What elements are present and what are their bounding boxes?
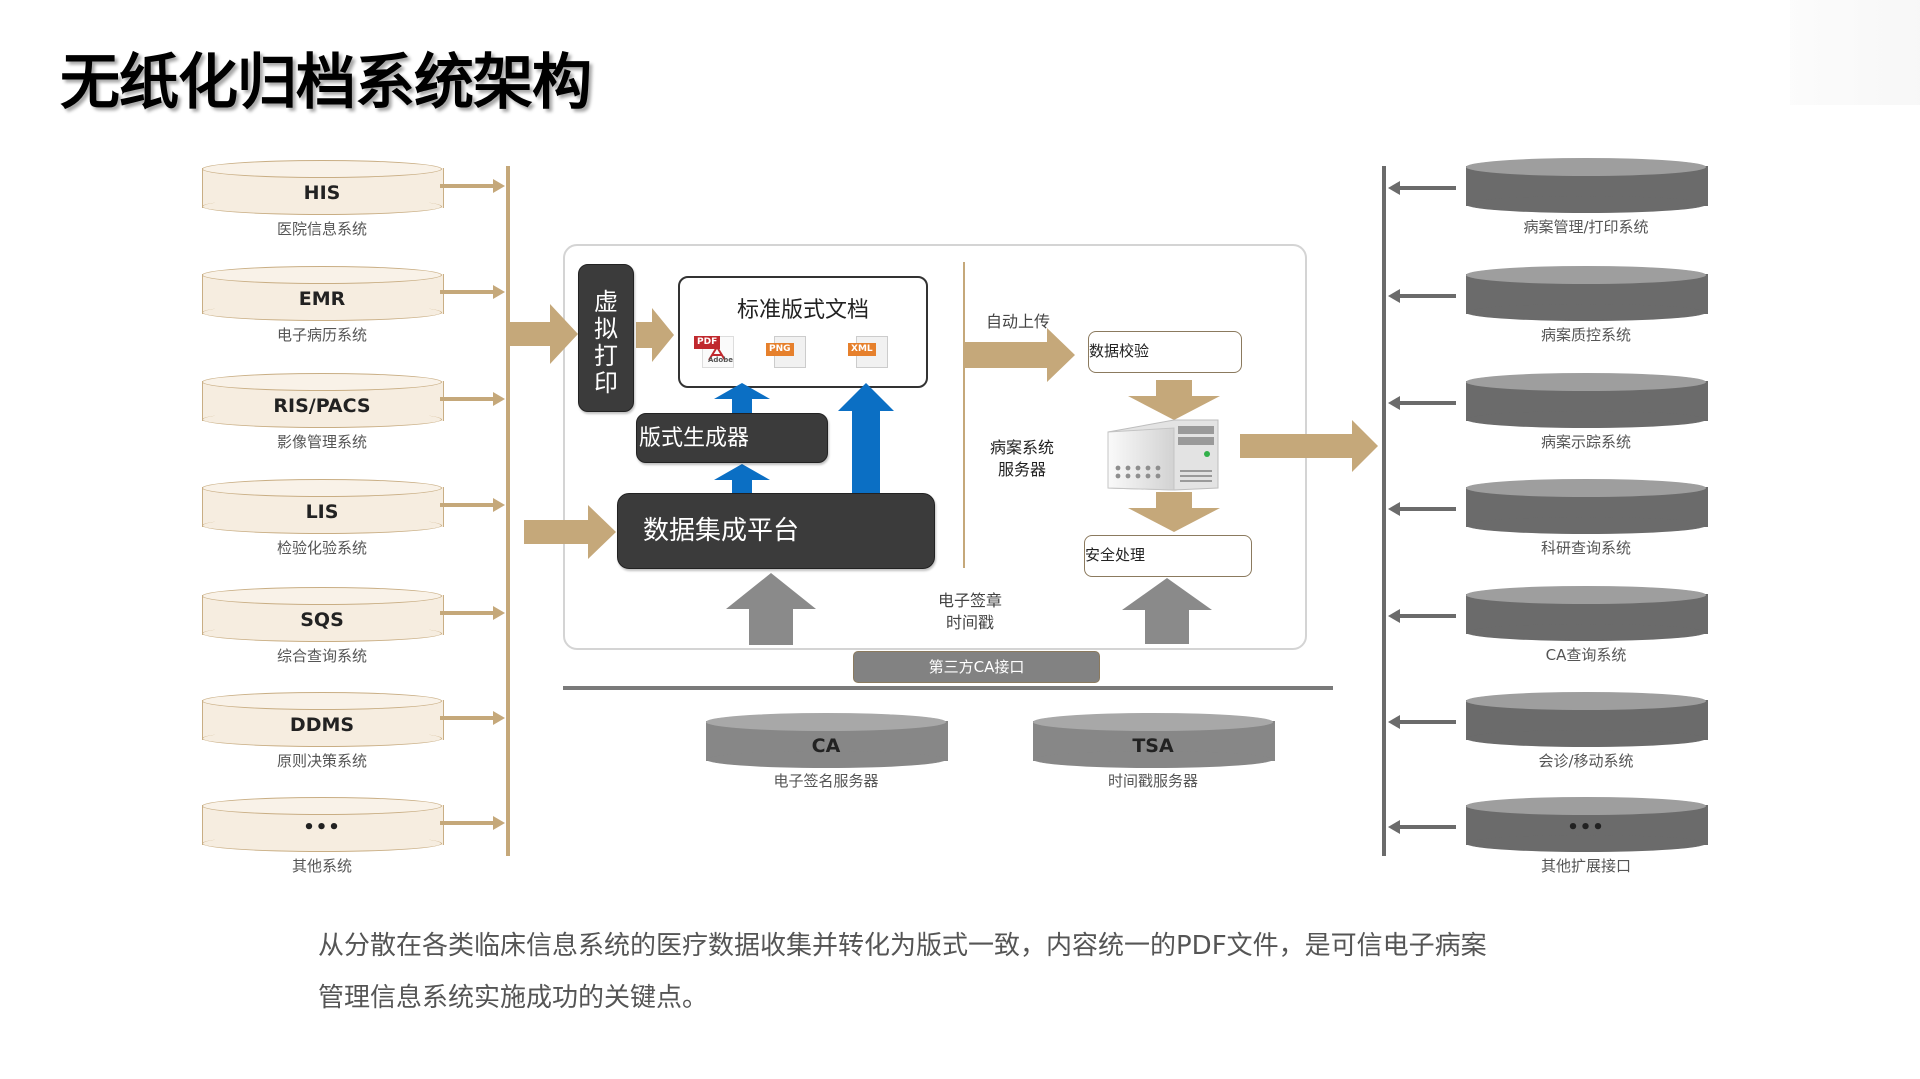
source-arrow bbox=[440, 285, 505, 299]
arrow-ca-to-platform bbox=[726, 573, 816, 645]
source-system-cylinder: ••• bbox=[202, 797, 444, 852]
arrow-ca-to-security bbox=[1122, 578, 1212, 644]
ca-service-label: 电子签名服务器 bbox=[773, 772, 879, 790]
arrow-validation-to-server bbox=[1128, 380, 1220, 420]
source-system-label: 影像管理系统 bbox=[276, 433, 367, 451]
source-arrow bbox=[440, 816, 505, 830]
security-processing-label: 安全处理 bbox=[1085, 546, 1146, 564]
source-system-cylinder: LIS bbox=[202, 479, 444, 534]
panel-divider bbox=[963, 262, 965, 568]
consumer-system-cylinder bbox=[1466, 158, 1708, 213]
consumer-system-label: 病案示踪系统 bbox=[1540, 433, 1631, 451]
corner-decoration bbox=[1790, 0, 1920, 105]
summary-note-line2: 管理信息系统实施成功的关键点。 bbox=[318, 983, 709, 1013]
page-title: 无纸化归档系统架构 bbox=[60, 48, 592, 118]
source-arrow bbox=[440, 498, 505, 512]
source-system-code: HIS bbox=[303, 182, 341, 204]
source-system-label: 检验化验系统 bbox=[276, 539, 367, 557]
xml-file-icon: XML bbox=[848, 336, 888, 368]
consumer-arrow bbox=[1388, 715, 1456, 729]
data-integration-platform-box: 数据集成平台 bbox=[617, 493, 935, 569]
pdf-file-icon: PDF Adobe bbox=[694, 336, 734, 368]
consumer-arrow bbox=[1388, 502, 1456, 516]
summary-note-line1: 从分散在各类临床信息系统的医疗数据收集并转化为版式一致，内容统一的PDF文件，是… bbox=[318, 931, 1487, 961]
virtual-print-box: 虚拟打印 bbox=[578, 264, 634, 412]
arrow-bus-to-data-platform bbox=[524, 505, 616, 559]
source-system-code: DDMS bbox=[289, 714, 355, 736]
arrow-server-to-security bbox=[1128, 492, 1220, 532]
source-arrow bbox=[440, 606, 505, 620]
standard-document-title: 标准版式文档 bbox=[736, 298, 869, 323]
consumer-system-label: 病案质控系统 bbox=[1540, 326, 1631, 344]
arrow-auto-upload bbox=[963, 328, 1075, 382]
server-label: 病案系统 服务器 bbox=[989, 438, 1054, 479]
source-arrow bbox=[440, 392, 505, 406]
data-integration-platform-label: 数据集成平台 bbox=[643, 516, 800, 546]
arrow-platform-to-generator bbox=[714, 464, 770, 494]
ca-service-cylinder: TSA bbox=[1033, 713, 1275, 768]
source-system-code: EMR bbox=[298, 288, 346, 310]
source-system-label: 原则决策系统 bbox=[276, 752, 367, 770]
consumer-system-label: 其他扩展接口 bbox=[1540, 857, 1631, 875]
source-system-cylinder: RIS/PACS bbox=[202, 373, 444, 428]
ca-service-code: TSA bbox=[1132, 735, 1174, 757]
format-generator-label: 版式生成器 bbox=[639, 426, 750, 451]
ca-service-label: 时间戳服务器 bbox=[1107, 772, 1198, 790]
consumer-arrow bbox=[1388, 181, 1456, 195]
consumer-system-label: 科研查询系统 bbox=[1540, 539, 1631, 557]
consumer-arrow bbox=[1388, 820, 1456, 834]
ca-service-cylinder: CA bbox=[706, 713, 948, 768]
server-icon bbox=[1107, 419, 1219, 491]
summary-note: 从分散在各类临床信息系统的医疗数据收集并转化为版式一致，内容统一的PDF文件，是… bbox=[318, 920, 1638, 1024]
consumer-arrow bbox=[1388, 289, 1456, 303]
consumer-system-label: 会诊/移动系统 bbox=[1538, 752, 1634, 770]
source-system-code: SQS bbox=[300, 609, 344, 631]
consumer-system-cylinder bbox=[1466, 479, 1708, 534]
format-generator-box: 版式生成器 bbox=[636, 413, 828, 463]
data-validation-label: 数据校验 bbox=[1089, 342, 1150, 360]
ca-interface-rule bbox=[563, 686, 1333, 690]
source-system-code: RIS/PACS bbox=[273, 395, 371, 417]
source-system-cylinder: SQS bbox=[202, 587, 444, 642]
consumer-system-cylinder bbox=[1466, 586, 1708, 641]
consumer-system-label: 病案管理/打印系统 bbox=[1523, 218, 1649, 236]
source-system-code: LIS bbox=[305, 501, 339, 523]
consumer-bus-line bbox=[1382, 166, 1386, 856]
source-arrow bbox=[440, 179, 505, 193]
signature-timestamp-label: 电子签章 时间戳 bbox=[937, 591, 1002, 632]
source-system-cylinder: EMR bbox=[202, 266, 444, 321]
ca-service-code: CA bbox=[811, 735, 841, 757]
virtual-print-label: 虚拟打印 bbox=[594, 288, 618, 397]
source-system-cylinder: DDMS bbox=[202, 692, 444, 747]
consumer-system-code: ••• bbox=[1567, 817, 1605, 838]
consumer-system-cylinder: ••• bbox=[1466, 797, 1708, 852]
source-system-label: 其他系统 bbox=[291, 857, 352, 875]
data-validation-box: 数据校验 bbox=[1088, 331, 1242, 373]
source-bus-line bbox=[506, 166, 510, 856]
auto-upload-label: 自动上传 bbox=[986, 312, 1051, 331]
source-system-label: 综合查询系统 bbox=[276, 647, 367, 665]
consumer-arrow bbox=[1388, 396, 1456, 410]
security-processing-box: 安全处理 bbox=[1084, 535, 1252, 577]
source-system-label: 医院信息系统 bbox=[276, 220, 367, 238]
arrow-virtual-print-to-doc bbox=[636, 308, 674, 362]
standard-document-box: 标准版式文档 PDF Adobe PNG XML bbox=[678, 276, 928, 388]
third-party-ca-interface: 第三方CA接口 bbox=[853, 651, 1100, 683]
source-system-label: 电子病历系统 bbox=[276, 326, 367, 344]
arrow-platform-to-doc bbox=[838, 383, 894, 493]
arrow-generator-to-doc bbox=[714, 383, 770, 413]
consumer-system-cylinder bbox=[1466, 373, 1708, 428]
source-system-cylinder: HIS bbox=[202, 160, 444, 215]
arrow-server-to-consumers bbox=[1240, 420, 1378, 472]
png-file-icon: PNG bbox=[766, 336, 806, 368]
arrow-bus-to-virtual-print bbox=[510, 304, 578, 364]
consumer-system-cylinder bbox=[1466, 266, 1708, 321]
consumer-system-label: CA查询系统 bbox=[1545, 646, 1627, 664]
source-arrow bbox=[440, 711, 505, 725]
consumer-system-cylinder bbox=[1466, 692, 1708, 747]
consumer-arrow bbox=[1388, 609, 1456, 623]
source-system-code: ••• bbox=[303, 817, 341, 838]
